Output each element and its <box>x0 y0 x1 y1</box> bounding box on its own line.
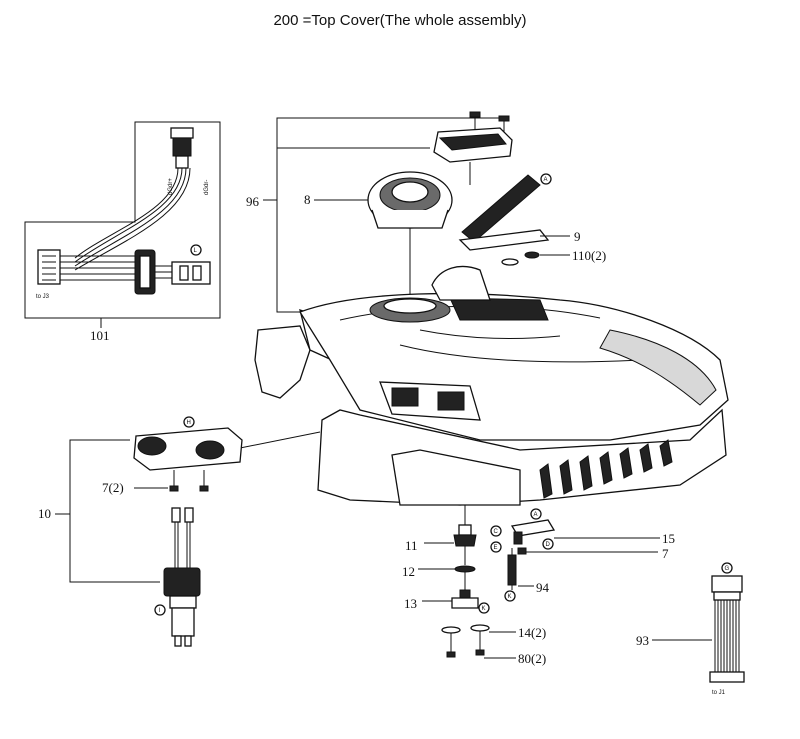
harness-frame <box>24 121 221 319</box>
callout-96: 96 <box>246 194 260 209</box>
harness-top-connector <box>172 137 192 157</box>
callout-13: 13 <box>404 596 417 611</box>
to-j1-label: to J1 <box>712 690 726 696</box>
marker-l <box>190 244 202 256</box>
marker-k-13 <box>478 602 490 614</box>
harness-101-group: dGdr+ dGdr- to J3 L 101 <box>24 121 221 343</box>
svg-text:A: A <box>544 177 548 183</box>
upper-assembly-lines: 96 8 <box>246 117 505 313</box>
lever-part-9: A 9 110(2) <box>458 173 606 266</box>
svg-text:E: E <box>494 545 498 551</box>
lower-parts-11-13: 11 12 13 K <box>402 505 490 614</box>
to-j3-label: to J3 <box>36 294 50 300</box>
callout-10: 10 <box>38 506 51 521</box>
page-title: 200 =Top Cover(The whole assembly) <box>273 12 527 29</box>
marker-e <box>490 541 502 553</box>
wire-label-2: dGdr- <box>204 180 210 195</box>
harness-top-plug <box>170 127 194 139</box>
marker-a-top <box>540 173 552 185</box>
callout-93: 93 <box>636 633 649 648</box>
svg-text:A: A <box>534 512 538 518</box>
callout-12: 12 <box>402 564 415 579</box>
mower-body <box>254 265 729 506</box>
marker-k-94 <box>504 590 516 602</box>
harness-j3-connector <box>37 249 61 285</box>
harness-right-connector <box>171 261 211 285</box>
ribbon-cable-93: G to J1 93 <box>636 562 745 696</box>
marker-g <box>721 562 733 574</box>
wire-label-1: dGdr+ <box>168 178 174 195</box>
callout-15: 15 <box>662 531 675 546</box>
cover-plate <box>433 127 513 185</box>
svg-text:I: I <box>159 608 161 614</box>
callout-110: 110(2) <box>572 248 606 263</box>
height-knob-8 <box>367 171 453 300</box>
svg-text:D: D <box>546 542 551 548</box>
bracket-15-group: A C E D 15 7 94 K <box>490 508 675 602</box>
callout-80: 80(2) <box>518 651 546 666</box>
svg-text:L: L <box>194 248 198 254</box>
marker-a-low <box>530 508 542 520</box>
washers-screws: 14(2) 80(2) <box>441 624 546 666</box>
callout-11: 11 <box>405 538 418 553</box>
callout-7b: 7 <box>662 546 669 561</box>
svg-text:H: H <box>187 420 191 426</box>
callout-8: 8 <box>304 192 311 207</box>
callout-94: 94 <box>536 580 550 595</box>
marker-c <box>490 525 502 537</box>
sensor-unit-10: H 7(2) 10 I <box>38 416 321 647</box>
callout-14: 14(2) <box>518 625 546 640</box>
callout-101: 101 <box>90 328 110 343</box>
callout-9: 9 <box>574 229 581 244</box>
svg-text:K: K <box>508 594 512 600</box>
callout-7a: 7(2) <box>102 480 124 495</box>
marker-d <box>542 538 554 550</box>
marker-i <box>154 604 166 616</box>
svg-text:G: G <box>725 566 730 572</box>
svg-text:C: C <box>494 529 499 535</box>
vents <box>539 439 673 499</box>
svg-text:K: K <box>482 606 486 612</box>
marker-h <box>183 416 195 428</box>
